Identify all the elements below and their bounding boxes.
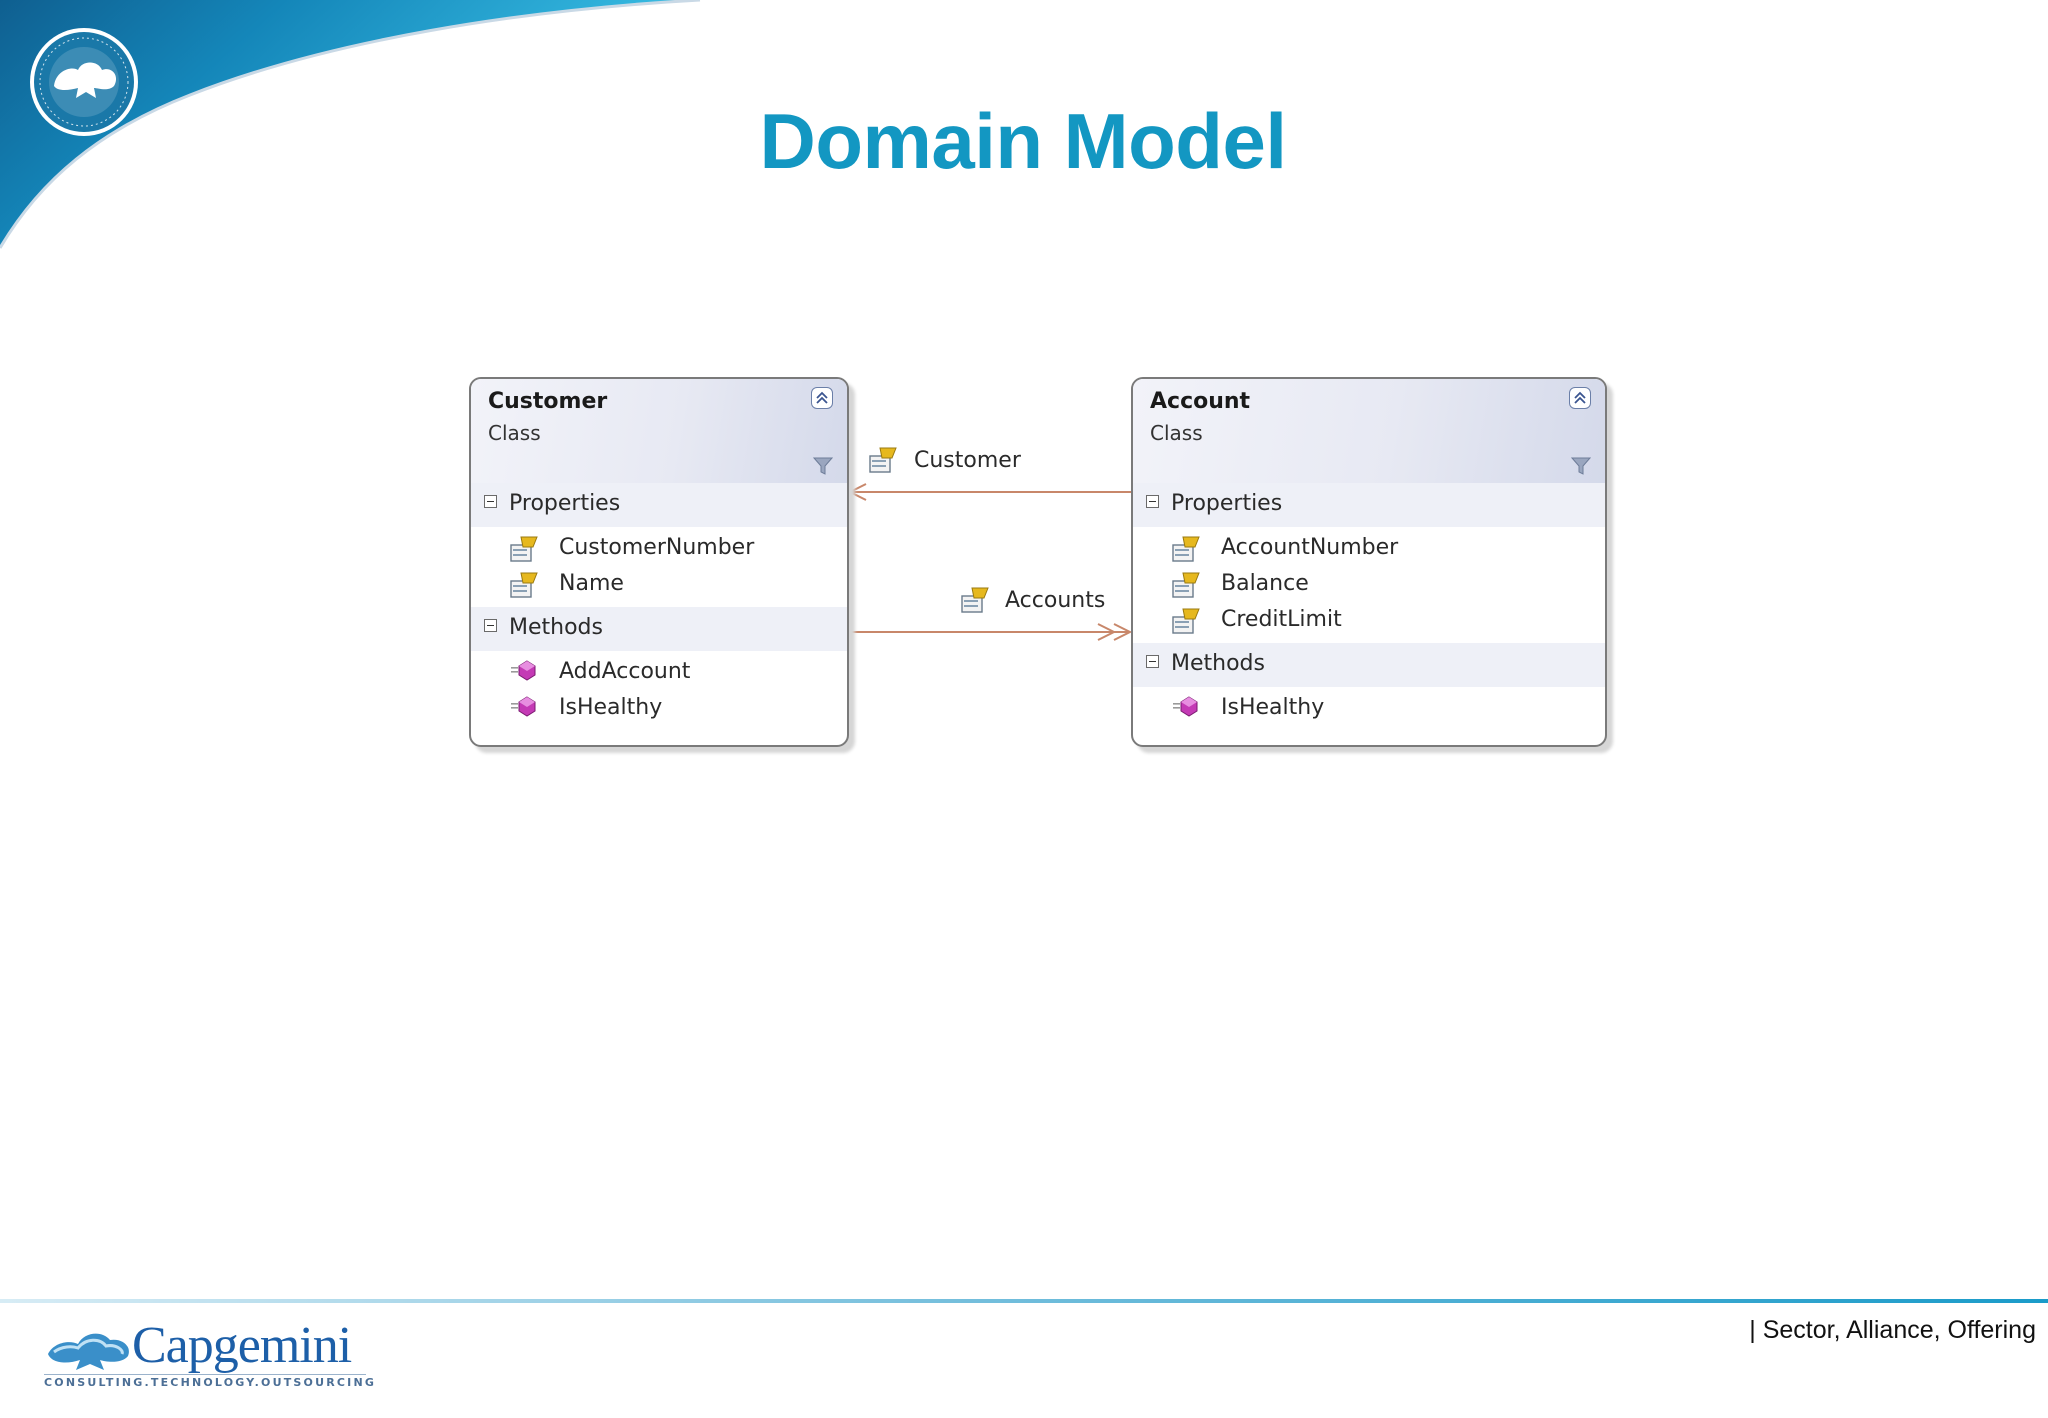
member-label: AccountNumber: [1221, 535, 1399, 560]
class-kind: Class: [488, 421, 541, 445]
method-item[interactable]: IsHealthy: [1133, 691, 1605, 727]
property-icon: [869, 447, 897, 473]
property-item[interactable]: Balance: [1133, 567, 1605, 603]
method-item[interactable]: IsHealthy: [471, 691, 847, 727]
header-swoosh: [0, 0, 701, 249]
method-item[interactable]: AddAccount: [471, 655, 847, 691]
page-title: Domain Model: [759, 97, 1287, 185]
class-name: Account: [1150, 389, 1251, 414]
member-label: IsHealthy: [559, 695, 663, 720]
spade-cloud-icon: [48, 1333, 129, 1370]
class-header[interactable]: Customer Class: [471, 379, 847, 483]
member-label: IsHealthy: [1221, 695, 1325, 720]
class-header[interactable]: Account Class: [1133, 379, 1605, 483]
member-label: CustomerNumber: [559, 535, 755, 560]
accounts-association-label[interactable]: Accounts: [1005, 588, 1106, 613]
class-name: Customer: [488, 389, 608, 414]
member-label: Name: [559, 571, 624, 596]
member-label: CreditLimit: [1221, 607, 1342, 632]
logo-tagline: CONSULTING.TECHNOLOGY.OUTSOURCING: [44, 1374, 377, 1389]
section-header-methods[interactable]: Methods: [471, 607, 847, 651]
property-item[interactable]: Name: [471, 567, 847, 603]
member-label: AddAccount: [559, 659, 691, 684]
collapse-chevron-icon[interactable]: [1569, 387, 1591, 409]
capgemini-logo: Capgemini CONSULTING.TECHNOLOGY.OUTSOURC…: [44, 1317, 377, 1390]
company-seal-logo: [30, 28, 138, 136]
property-icon: [1172, 608, 1200, 634]
collapse-toggle-icon[interactable]: [1146, 495, 1159, 508]
collapse-toggle-icon[interactable]: [1146, 655, 1159, 668]
logo-wordmark: Capgemini: [132, 1317, 352, 1374]
method-icon: [511, 696, 536, 717]
collapse-toggle-icon[interactable]: [484, 495, 497, 508]
accounts-association-arrowhead: [1097, 623, 1117, 641]
section-title: Methods: [509, 615, 603, 640]
customer-association-label[interactable]: Customer: [914, 448, 1021, 473]
filter-icon[interactable]: [813, 457, 833, 475]
account-class-shape[interactable]: Account Class Properties AccountNumber B…: [1131, 377, 1607, 747]
footer-divider: [0, 1299, 2048, 1303]
member-label: Balance: [1221, 571, 1309, 596]
method-icon: [511, 660, 536, 681]
method-icon: [1173, 696, 1198, 717]
section-header-properties[interactable]: Properties: [471, 483, 847, 527]
collapse-chevron-icon[interactable]: [811, 387, 833, 409]
customer-class-shape[interactable]: Customer Class Properties CustomerNumber…: [469, 377, 849, 747]
property-icon: [510, 536, 538, 562]
property-icon: [510, 572, 538, 598]
property-item[interactable]: CustomerNumber: [471, 531, 847, 567]
class-kind: Class: [1150, 421, 1203, 445]
section-title: Methods: [1171, 651, 1265, 676]
collapse-toggle-icon[interactable]: [484, 619, 497, 632]
property-icon: [1172, 572, 1200, 598]
property-item[interactable]: AccountNumber: [1133, 531, 1605, 567]
filter-icon[interactable]: [1571, 457, 1591, 475]
property-item[interactable]: CreditLimit: [1133, 603, 1605, 639]
customer-association-arrowhead: [847, 483, 867, 501]
section-header-properties[interactable]: Properties: [1133, 483, 1605, 527]
footer-text: | Sector, Alliance, Offering: [1749, 1316, 2036, 1344]
section-header-methods[interactable]: Methods: [1133, 643, 1605, 687]
property-icon: [1172, 536, 1200, 562]
section-title: Properties: [1171, 491, 1283, 516]
section-title: Properties: [509, 491, 621, 516]
property-icon: [961, 587, 989, 613]
